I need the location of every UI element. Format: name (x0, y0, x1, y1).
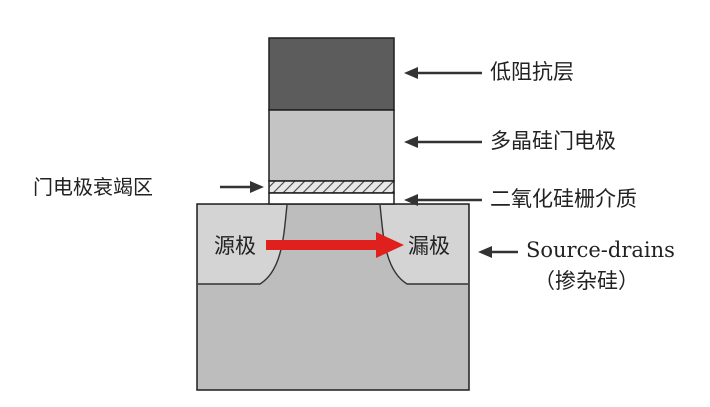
left-arrow-icon (478, 246, 518, 258)
gate-oxide-label: 二氧化硅栅介质 (490, 187, 637, 211)
polysilicon-gate-label: 多晶硅门电极 (490, 129, 616, 153)
left-arrow-icon (404, 136, 482, 148)
left-arrow-icon (404, 194, 482, 206)
source-label: 源极 (214, 234, 256, 258)
gate-depletion-region (268, 180, 395, 194)
source-region-boundary (198, 204, 288, 285)
drain-region-boundary (379, 204, 468, 285)
low-resistance-layer-label: 低阻抗层 (490, 60, 574, 84)
polysilicon-gate (268, 109, 395, 182)
source-region (198, 205, 287, 284)
right-pointer-arrow (220, 181, 264, 193)
source-drains-label: Source-drains (526, 238, 675, 262)
doped-silicon-label: （掺杂硅） (534, 269, 639, 293)
right-arrow-icon (266, 232, 404, 258)
drain-region (380, 205, 468, 284)
left-arrow-icon (404, 67, 482, 79)
gate-oxide (268, 192, 395, 205)
low-resistance-layer (268, 37, 395, 111)
drain-label: 漏极 (408, 234, 450, 258)
gate-depletion-region-label: 门电极衰竭区 (33, 175, 153, 199)
